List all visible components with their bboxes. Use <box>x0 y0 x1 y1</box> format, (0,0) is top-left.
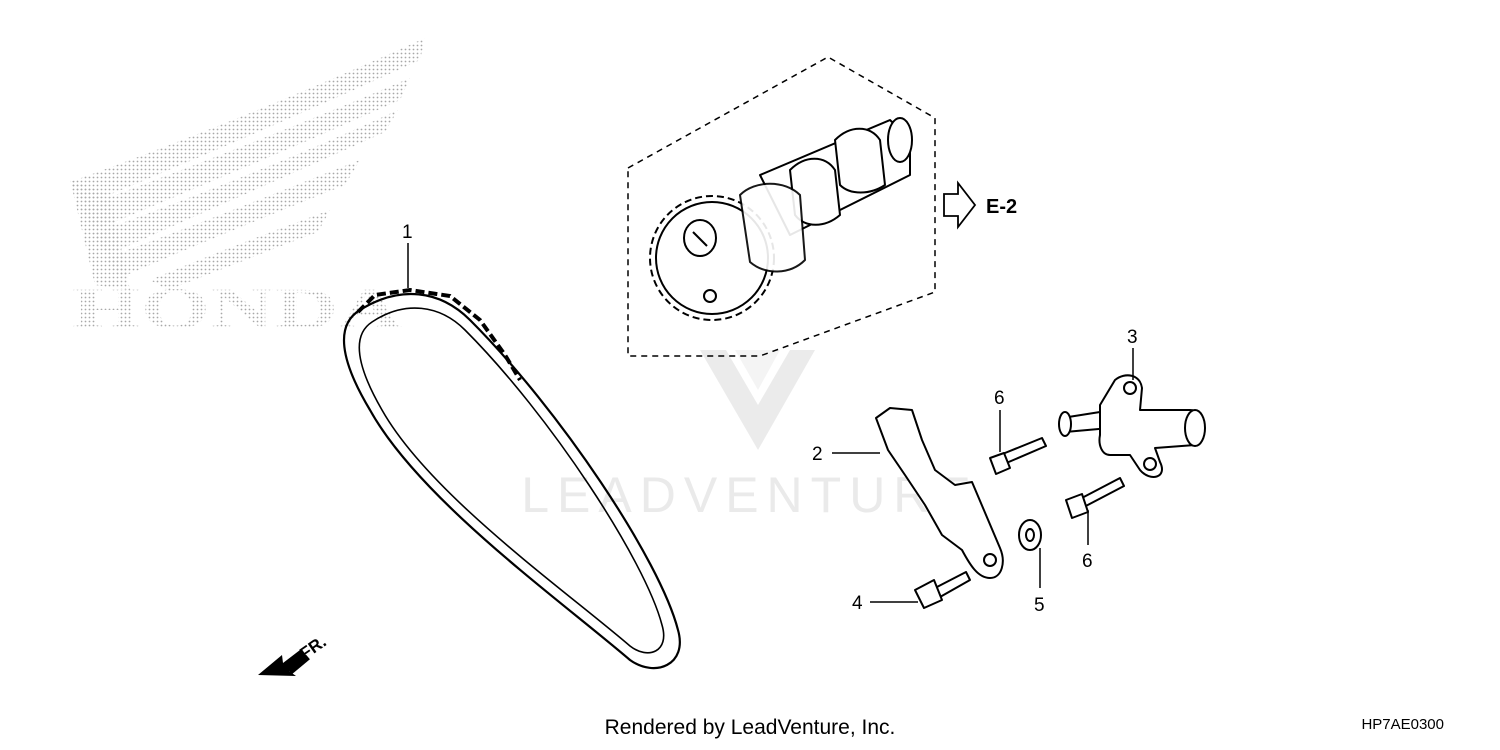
tensioner-lifter <box>1058 374 1206 478</box>
cam-chain <box>342 287 681 670</box>
callout-1: 1 <box>402 222 413 243</box>
honda-logo-text: HONDA <box>72 276 402 341</box>
tensioner-arm <box>875 407 1004 579</box>
render-credit: Rendered by LeadVenture, Inc. <box>604 716 896 739</box>
callout-6-upper: 6 <box>994 388 1005 409</box>
bolt-upper <box>989 437 1047 475</box>
honda-wing-logo: HONDA <box>70 38 425 341</box>
callout-2: 2 <box>812 444 823 465</box>
callout-5: 5 <box>1034 595 1045 616</box>
callout-6-lower: 6 <box>1082 551 1093 572</box>
camshaft-assembly <box>649 117 913 321</box>
cam-sprocket <box>649 195 775 321</box>
callout-3: 3 <box>1127 327 1138 348</box>
reference-label: E-2 <box>986 196 1017 218</box>
tensioner-arm-pivot-hole <box>983 553 997 567</box>
diagram-code: HP7AE0300 <box>1361 716 1444 733</box>
washer <box>1018 519 1042 551</box>
callout-4: 4 <box>852 593 863 614</box>
callouts: 1 2 3 4 5 6 6 <box>402 222 1138 616</box>
bolt-lower <box>1065 477 1125 519</box>
front-direction-arrow: FR. <box>258 632 330 676</box>
bolt-4 <box>914 571 971 609</box>
reference-arrow: E-2 <box>943 180 1017 230</box>
